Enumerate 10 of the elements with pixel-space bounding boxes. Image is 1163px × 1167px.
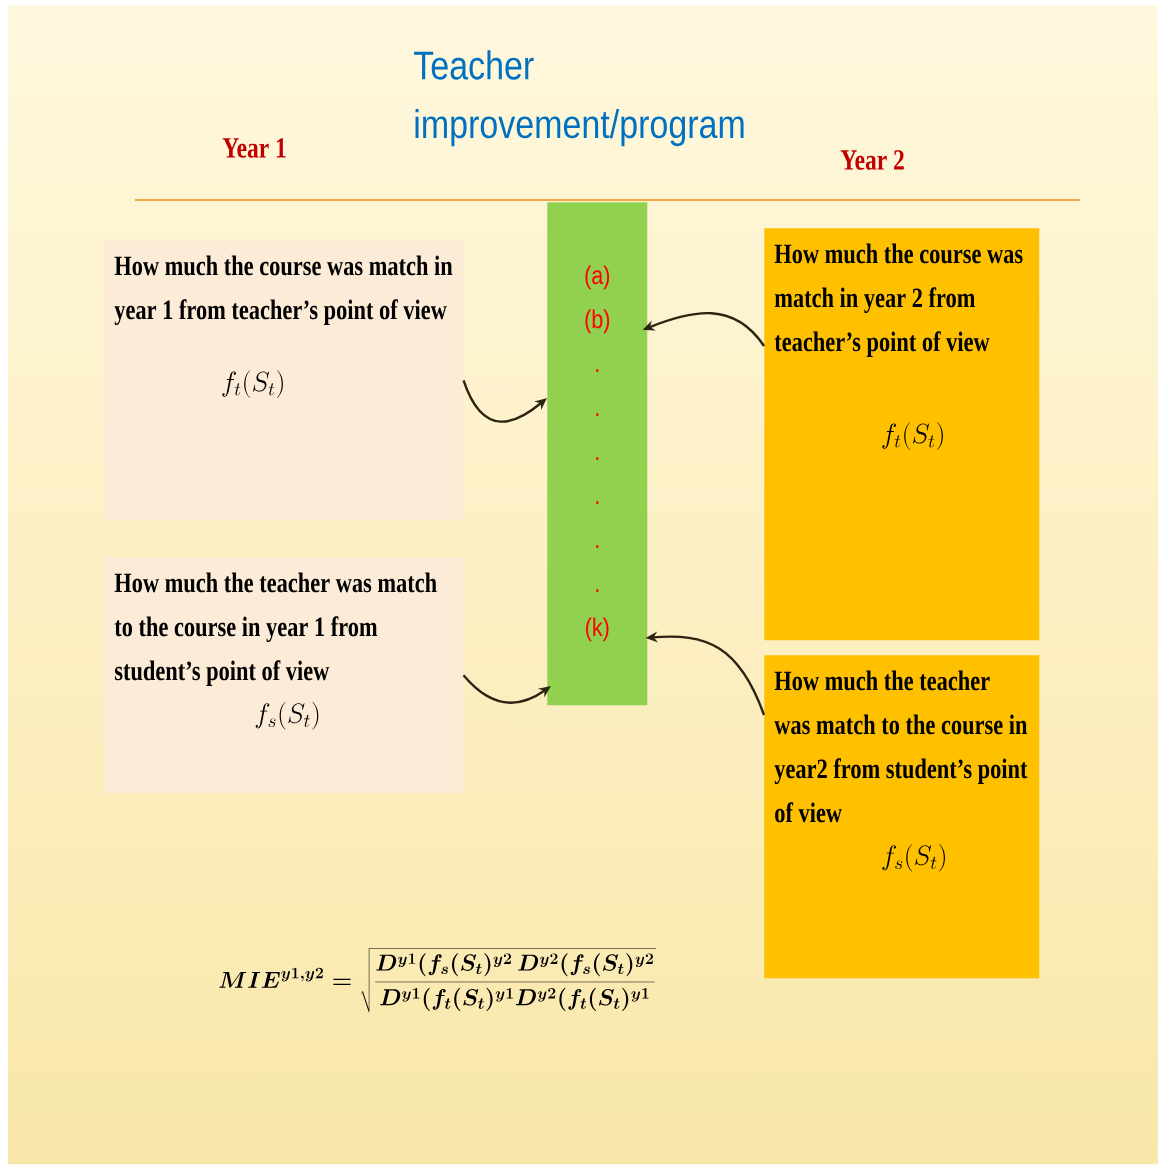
year-label: Year 1: [222, 138, 286, 158]
text-box: How much the teacher was match to the course in year 1 from student’s point of view $f_s(S_t)$: [104, 557, 464, 794]
text-box: How much the teacher was match to the course in year2 from student’s point of view $f_s(S_t)$: [764, 655, 1040, 979]
formula: $MIE^{y1,y2} = \sqrt{\frac{D^{y1}(f_s(S_t)^{y2}\,D^{y2}(f_s(S_t)^{y2}}{D^{y1}(f_t(S_t)^{y1}D^{y2}(f_t(S_t)^{y1}}}$: [219, 948, 657, 1013]
text-box: How much the course was match in year 2 from teacher’s point of view $f_t(S_t)$: [764, 228, 1040, 641]
text-box: How much the course was match in year 1 from teacher’s point of view $f_t(S_t)$: [104, 240, 464, 521]
arrow: [462, 379, 547, 423]
bar: (a) (b) . . . . . . (k): [547, 202, 648, 706]
year-label: Year 2: [840, 150, 904, 170]
title: Teacher improvement/program: [414, 50, 744, 147]
